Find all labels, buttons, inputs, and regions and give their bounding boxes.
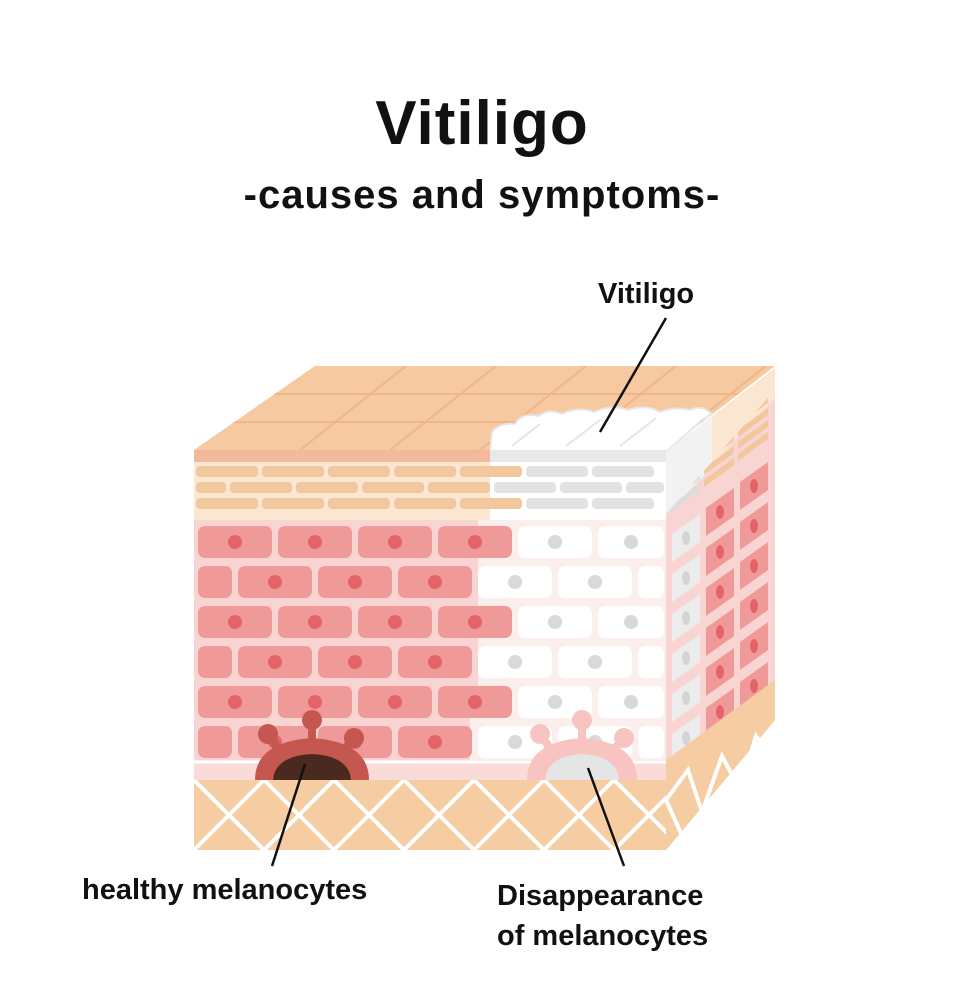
stratum-cell [526, 466, 588, 477]
cell-nucleus [308, 695, 322, 709]
basal-cell [198, 566, 232, 598]
side-stratum-cell [738, 432, 768, 461]
side-stratum-cell [670, 484, 700, 513]
cell-nucleus [348, 655, 362, 669]
cell-nucleus [508, 735, 522, 749]
dermis-front [194, 780, 666, 850]
cell-nucleus [388, 695, 402, 709]
side-stratum-cell [738, 408, 768, 437]
depigmented-cell [638, 646, 664, 678]
disappearance-label-line2: of melanocytes [497, 920, 709, 952]
cell-nucleus [548, 615, 562, 629]
basal-cell [198, 726, 232, 758]
healthy-melanocytes-label: healthy melanocytes [82, 874, 368, 906]
side-cell-nucleus [716, 625, 724, 639]
cell-nucleus [508, 655, 522, 669]
cell-nucleus [228, 535, 242, 549]
stratum-cell [262, 498, 324, 509]
cell-nucleus [548, 535, 562, 549]
side-cell-nucleus [750, 679, 758, 693]
stratum-cell [394, 466, 456, 477]
side-cell-nucleus [716, 705, 724, 719]
side-stratum-cell [704, 446, 734, 475]
basal-cell-layer [194, 520, 666, 760]
stratum-cell [560, 482, 622, 493]
cell-nucleus [588, 655, 602, 669]
stratum-cell [230, 482, 292, 493]
cell-nucleus [428, 575, 442, 589]
stratum-cell [328, 466, 390, 477]
basal-cell [198, 646, 232, 678]
side-cell-nucleus [682, 571, 690, 585]
disappear-leader-line [586, 767, 626, 867]
cell-nucleus [268, 655, 282, 669]
disappeared-melanocyte [527, 710, 637, 780]
vitiligo-leader-line [598, 317, 668, 433]
cell-nucleus [548, 695, 562, 709]
stratum-cell [428, 482, 490, 493]
stratum-cell [626, 482, 664, 493]
stratum-cell [196, 498, 258, 509]
stratum-cell [196, 482, 226, 493]
cell-nucleus [348, 575, 362, 589]
healthy-melanocyte [255, 710, 369, 780]
side-cell-nucleus [682, 731, 690, 745]
cell-nucleus [468, 535, 482, 549]
cell-nucleus [428, 655, 442, 669]
cell-nucleus [388, 615, 402, 629]
stratum-cell [526, 498, 588, 509]
melanin-granules [273, 754, 351, 780]
stratum-cell [394, 498, 456, 509]
cell-nucleus [428, 735, 442, 749]
side-cell-nucleus [716, 545, 724, 559]
healthy-leader-line [270, 763, 307, 867]
stratum-cell [592, 498, 654, 509]
side-stratum-cell [738, 420, 768, 449]
stratum-cell [362, 482, 424, 493]
cell-nucleus [308, 615, 322, 629]
side-cell-nucleus [682, 531, 690, 545]
stratum-cell [592, 466, 654, 477]
side-cell-nucleus [682, 651, 690, 665]
disappearance-label: Disappearance of melanocytes [497, 876, 708, 956]
side-cell-nucleus [750, 479, 758, 493]
cell-nucleus [468, 615, 482, 629]
side-cell-nucleus [750, 519, 758, 533]
vitiligo-label: Vitiligo [598, 278, 695, 310]
cell-nucleus [308, 535, 322, 549]
stratum-cell [460, 466, 522, 477]
cell-nucleus [624, 695, 638, 709]
stratum-cell [196, 466, 258, 477]
stratum-cell [460, 498, 522, 509]
cell-nucleus [588, 575, 602, 589]
cell-nucleus [624, 535, 638, 549]
cell-nucleus [508, 575, 522, 589]
cell-nucleus [388, 535, 402, 549]
side-cell-nucleus [750, 559, 758, 573]
side-cell-nucleus [682, 691, 690, 705]
diagram-title: Vitiligo [375, 89, 589, 158]
cell-nucleus [228, 695, 242, 709]
stratum-cell [328, 498, 390, 509]
cell-nucleus [468, 695, 482, 709]
diagram-subtitle: -causes and symptoms- [243, 173, 721, 217]
cell-nucleus [624, 615, 638, 629]
stratum-cell [494, 482, 556, 493]
side-cell-nucleus [716, 665, 724, 679]
side-cell-nucleus [750, 599, 758, 613]
side-cell-nucleus [682, 611, 690, 625]
side-stratum-cell [704, 458, 734, 487]
cell-nucleus [268, 575, 282, 589]
cell-nucleus [228, 615, 242, 629]
depigmented-cell [638, 566, 664, 598]
epidermis-front [194, 450, 666, 520]
disappearance-label-line1: Disappearance [497, 880, 704, 912]
depigmented-cell [638, 726, 664, 758]
stratum-cell [296, 482, 358, 493]
side-cell-nucleus [716, 505, 724, 519]
side-cell-nucleus [750, 639, 758, 653]
side-cell-nucleus [716, 585, 724, 599]
stratum-cell [262, 466, 324, 477]
